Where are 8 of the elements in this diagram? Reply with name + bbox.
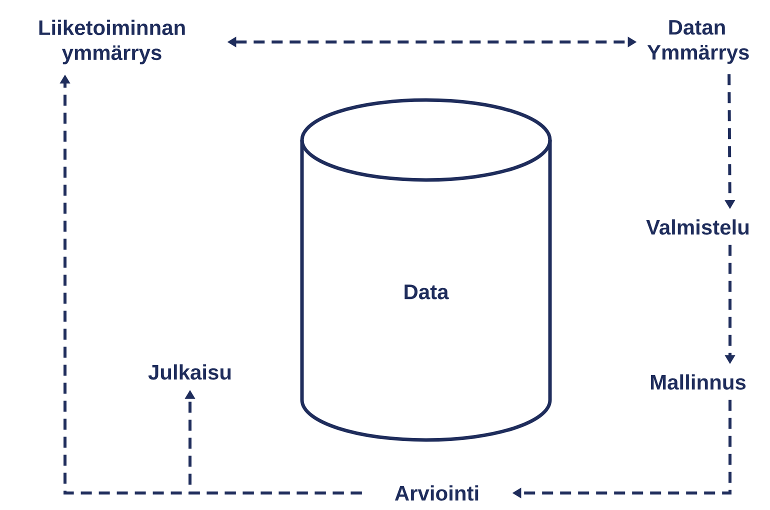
stage-label: Datan Ymmärrys (647, 20, 749, 64)
stage-label: Mallinnus (651, 374, 746, 390)
stage-label: Julkaisu (148, 364, 231, 380)
stage-label: Liiketoiminnan ymmärrys (39, 20, 185, 64)
database-cylinder: Data (300, 98, 552, 442)
node-label: Data (404, 284, 449, 300)
stage-label: Valmistelu (646, 219, 749, 235)
stage-label: Arviointi (394, 485, 478, 501)
